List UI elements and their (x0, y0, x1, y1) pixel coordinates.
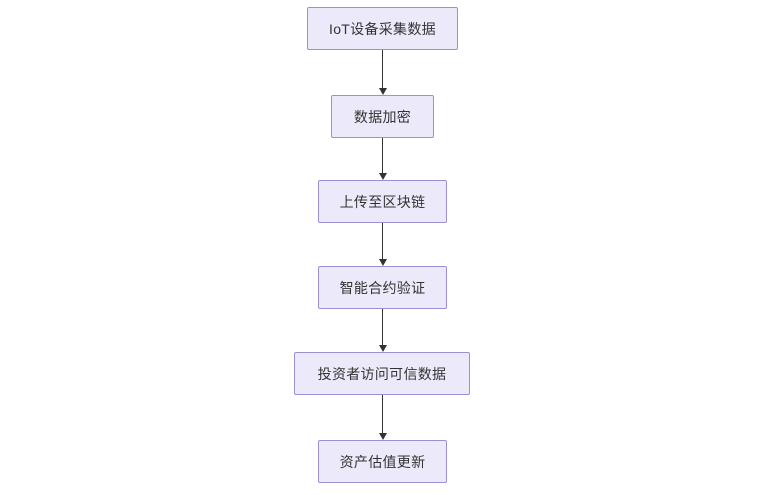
edge-line (382, 395, 383, 434)
flow-node-label: 智能合约验证 (339, 279, 426, 296)
edge-line (382, 309, 383, 346)
edge-line (382, 138, 383, 174)
flow-node-investor-access[interactable]: 投资者访问可信数据 (294, 352, 470, 395)
flow-node-label: 数据加密 (353, 108, 412, 125)
flow-node-upload-blockchain[interactable]: 上传至区块链 (318, 180, 447, 223)
edge-line (382, 50, 383, 89)
arrowhead-icon (378, 173, 387, 180)
flow-node-smart-contract-verify[interactable]: 智能合约验证 (318, 266, 447, 309)
flow-node-iot-collect[interactable]: IoT设备采集数据 (307, 7, 458, 50)
flow-node-label: 资产估值更新 (339, 453, 426, 470)
flow-node-label: IoT设备采集数据 (329, 20, 436, 37)
flow-node-label: 投资者访问可信数据 (317, 365, 447, 382)
flow-node-data-encrypt[interactable]: 数据加密 (331, 95, 434, 138)
arrowhead-icon (378, 433, 387, 440)
flow-node-asset-valuation-update[interactable]: 资产估值更新 (318, 440, 447, 483)
flow-node-label: 上传至区块链 (339, 193, 426, 210)
arrowhead-icon (378, 345, 387, 352)
arrowhead-icon (378, 88, 387, 95)
edge-line (382, 223, 383, 260)
arrowhead-icon (378, 259, 387, 266)
